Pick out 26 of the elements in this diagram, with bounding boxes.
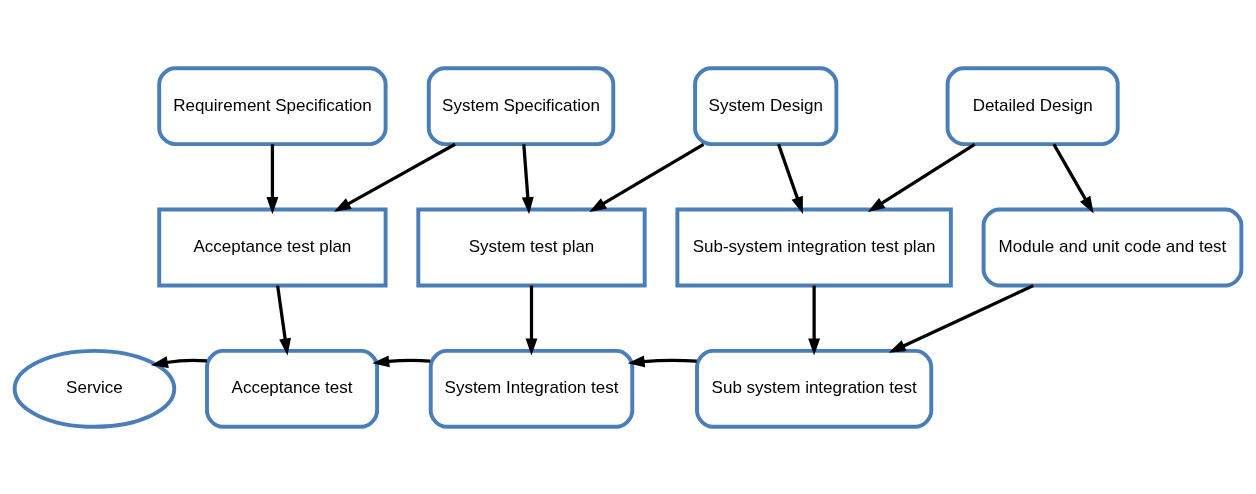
node-ellipse: Service <box>12 348 177 429</box>
arrow <box>266 143 279 214</box>
arrow <box>589 142 705 212</box>
arrow <box>627 355 697 367</box>
arrow <box>333 142 456 212</box>
arrow <box>150 355 207 368</box>
node-box: Detailed Design <box>945 65 1120 146</box>
arrow <box>1052 143 1094 213</box>
arrow <box>521 143 534 214</box>
arrow <box>777 143 803 214</box>
arrow <box>276 284 291 355</box>
node-box: Acceptance test plan <box>157 207 388 287</box>
node-box: System test plan <box>416 207 647 287</box>
arrow <box>808 285 821 355</box>
node-box: Module and unit code and test <box>981 207 1244 287</box>
node-box: Sub system integration test <box>695 348 934 429</box>
node-box: Acceptance test <box>205 348 380 429</box>
node-box: System Specification <box>426 65 616 146</box>
node-box: Sub-system integration test plan <box>675 207 953 287</box>
node-box: System Integration test <box>428 348 635 429</box>
arrow <box>888 283 1034 353</box>
node-box: System Design <box>693 65 839 146</box>
node-box: Requirement Specification <box>157 65 388 146</box>
arrow <box>372 354 431 367</box>
arrow <box>525 285 538 355</box>
arrow <box>867 142 976 212</box>
